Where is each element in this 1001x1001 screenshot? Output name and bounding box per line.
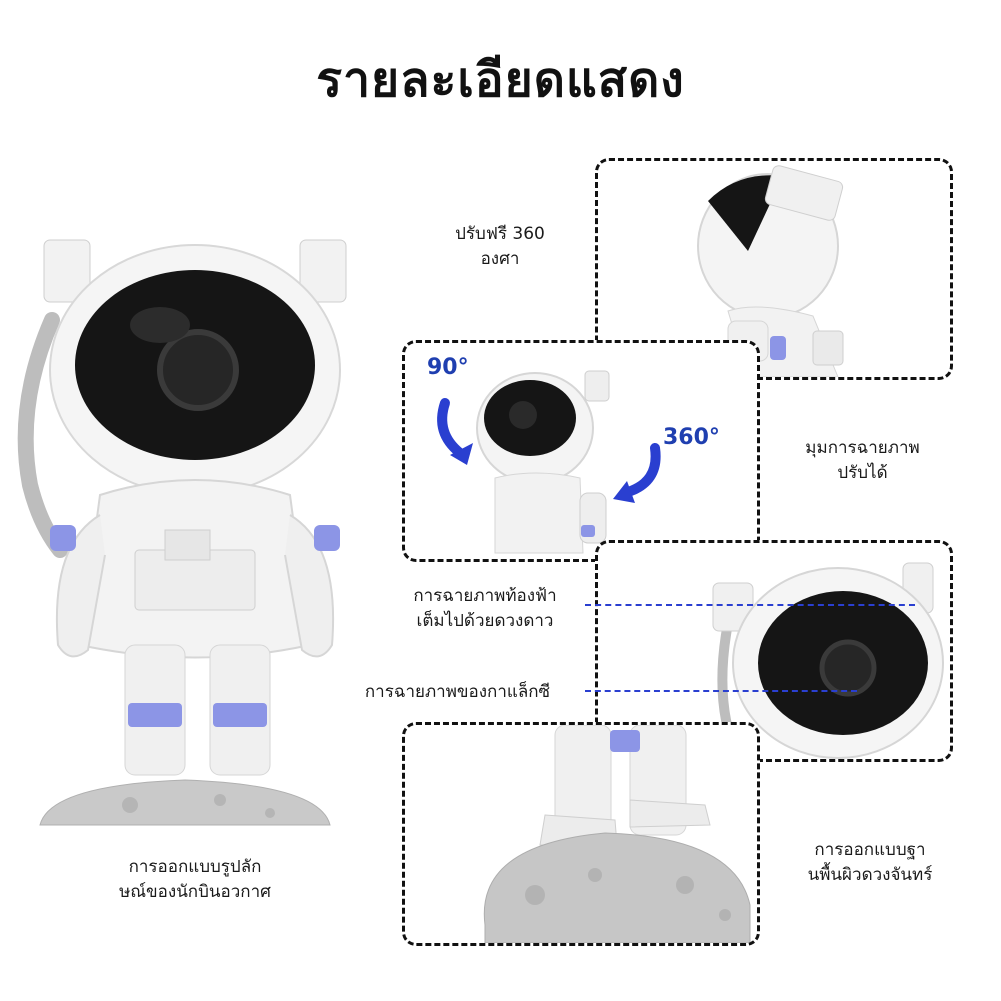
caption-line: ปรับฟรี 360 [455, 224, 545, 244]
moon-base-detail-box [402, 722, 760, 946]
angle-detail-box: 90° 360° [402, 340, 760, 562]
caption-line: ปรับได้ [837, 463, 888, 483]
rotate-arrow-icon [450, 443, 473, 465]
caption-line: การออกแบบฐา [814, 840, 926, 860]
astronaut-design-caption: การออกแบบรูปลัก ษณ์ของนักบินอวกาศ [60, 855, 330, 905]
page-title: รายละเอียดแสดง [316, 52, 685, 108]
caption-line: องศา [480, 249, 520, 269]
caption-line: การฉายภาพท้องฟ้า [413, 586, 557, 606]
caption-line: มุมการฉายภาพ [805, 438, 920, 458]
rotation-detail-box [595, 158, 953, 380]
caption-line: นพื้นผิวดวงจันทร์ [807, 865, 933, 885]
moon-base-caption: การออกแบบฐา นพื้นผิวดวงจันทร์ [775, 838, 965, 888]
caption-line: เต็มไปด้วยดวงดาว [416, 611, 554, 631]
galaxy-connector-line [585, 690, 857, 692]
rotate-caption: ปรับฟรี 360 องศา [425, 222, 575, 272]
caption-line: ษณ์ของนักบินอวกาศ [119, 882, 271, 902]
angle-caption: มุมการฉายภาพ ปรับได้ [775, 436, 950, 486]
tilt-angle-label: 90° [427, 355, 469, 380]
astronaut-main-image [10, 225, 360, 835]
galaxy-projection-caption: การฉายภาพของกาแล็กซี [364, 682, 551, 702]
sky-projection-caption: การฉายภาพท้องฟ้า เต็มไปด้วยดวงดาว [370, 584, 600, 634]
spin-angle-label: 360° [663, 425, 720, 450]
sky-connector-line [585, 604, 915, 606]
caption-line: การออกแบบรูปลัก [128, 857, 262, 877]
